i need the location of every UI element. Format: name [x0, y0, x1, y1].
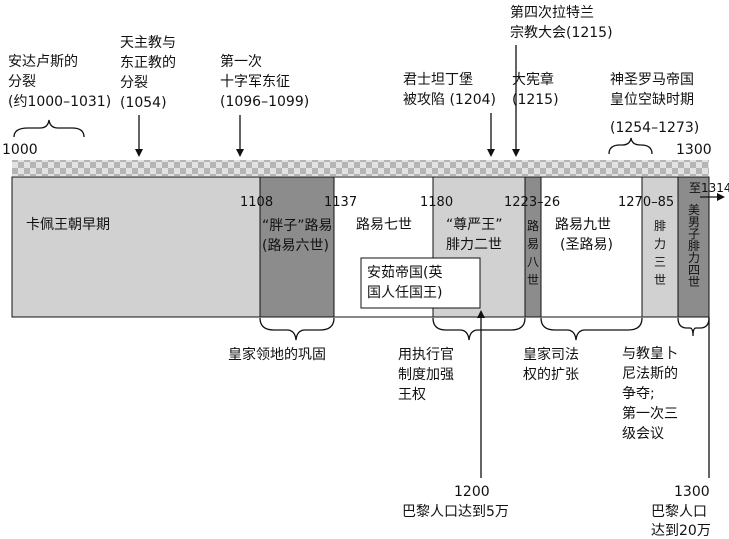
top-event-magna-carta: 大宪章 (1215): [512, 45, 559, 157]
brace-boniface: [677, 317, 710, 337]
event-line: 君士坦丁堡: [403, 72, 473, 88]
event-line: 第一次: [220, 53, 262, 70]
event-line: 第四次拉特兰: [510, 4, 594, 21]
event-line: 被攻陷 (1204): [403, 92, 496, 108]
event-line: (1096–1099): [220, 94, 309, 110]
theme-line: 用执行官: [398, 347, 454, 363]
reign-philip-iv: [677, 176, 710, 318]
reign-name-louis-ix: 路易九世: [555, 217, 611, 233]
angevin-empire-box: [360, 257, 481, 309]
curly-brace: [13, 119, 85, 138]
angevin-line: 安茹帝国(英: [367, 264, 442, 281]
vertical-label-text: 腓力三世: [654, 218, 666, 287]
population-year: 1300: [674, 484, 710, 500]
theme-line: 尼法斯的: [622, 366, 678, 382]
event-line: (1215): [512, 92, 559, 108]
reign-year: 至1314: [689, 181, 729, 195]
reign-year: 1108: [240, 195, 273, 210]
reign-year: 1270–85: [618, 195, 674, 210]
theme-line: 王权: [398, 387, 426, 403]
event-line: 安达卢斯的: [8, 54, 78, 70]
reign-name-louis-vii: 路易七世: [356, 217, 412, 233]
event-line: 分裂: [8, 74, 36, 90]
theme-line: 制度加强: [398, 367, 454, 383]
start-year: 1000: [2, 142, 38, 158]
reign-year: 1223–26: [504, 195, 560, 210]
reign-louis-ix: [540, 176, 643, 318]
brace-baillis: [432, 317, 526, 341]
population-year: 1200: [454, 484, 490, 500]
curly-brace: [608, 137, 653, 155]
reign-name-louis-vi: (路易六世): [262, 238, 329, 254]
reign-name-philip-iii: 腓力三世: [654, 218, 666, 287]
top-event-lateran: 第四次拉特兰 宗教大会(1215): [510, 4, 613, 41]
event-line: 宗教大会(1215): [510, 25, 613, 41]
top-event-constantinople: 君士坦丁堡 被攻陷 (1204): [403, 72, 496, 157]
event-line: 分裂: [120, 75, 148, 91]
theme-line: 级会议: [622, 426, 664, 442]
reign-name-louis-vi: “胖子”路易: [262, 218, 333, 234]
theme-line: 权的扩张: [523, 367, 579, 383]
top-event-first-crusade: 第一次 十字军东征 (1096–1099): [220, 53, 309, 157]
reign-name-philip-ii: 腓力二世: [446, 237, 502, 253]
theme-line: 第一次三: [622, 405, 678, 422]
theme-line: 争夺;: [622, 386, 655, 402]
reign-early-capetian: [11, 176, 261, 318]
event-line: (1054): [120, 95, 167, 111]
brace-justice: [540, 317, 643, 341]
reign-year: 1137: [324, 195, 357, 210]
event-line: (1254–1273): [610, 120, 699, 136]
vertical-label-text: 美男子腓力四世: [688, 203, 700, 289]
reign-year: 1180: [420, 195, 453, 210]
reign-name-philip-iv: 美男子腓力四世: [688, 203, 700, 289]
event-line: 东正教的: [120, 55, 176, 71]
brace-royal-domain: [259, 317, 335, 341]
population-text: 巴黎人口达到5万: [402, 504, 509, 520]
reign-philip-iii: [641, 176, 679, 318]
reign-name-louis-viii: 路易八世: [527, 218, 539, 287]
population-text: 达到20万: [651, 523, 711, 539]
theme-line: 皇家司法: [523, 346, 579, 363]
reign-name-louis-ix: (圣路易): [560, 237, 613, 253]
top-event-schism: 天主教与 东正教的 分裂 (1054): [120, 35, 176, 157]
vertical-label-text: 路易八世: [527, 218, 539, 287]
event-line: 大宪章: [512, 71, 554, 88]
population-text: 巴黎人口: [651, 504, 707, 520]
event-line: 十字军东征: [220, 74, 290, 90]
event-line: 皇位空缺时期: [610, 92, 694, 108]
end-year: 1300: [676, 142, 712, 158]
reign-name-philip-ii: “尊严王”: [446, 216, 503, 233]
top-event-andalus: 安达卢斯的 分裂 (约1000–1031): [8, 54, 111, 138]
event-line: (约1000–1031): [8, 94, 111, 110]
event-line: 天主教与: [120, 35, 176, 51]
top-event-interregnum: 神圣罗马帝国 皇位空缺时期 (1254–1273): [608, 72, 699, 155]
theme-line: 皇家领地的巩固: [228, 346, 326, 363]
reign-name-early: 卡佩王朝早期: [26, 217, 110, 233]
century-band: [12, 160, 709, 176]
theme-line: 与教皇卜: [622, 346, 678, 362]
angevin-line: 国人任国王): [367, 285, 442, 301]
event-line: 神圣罗马帝国: [610, 72, 694, 88]
